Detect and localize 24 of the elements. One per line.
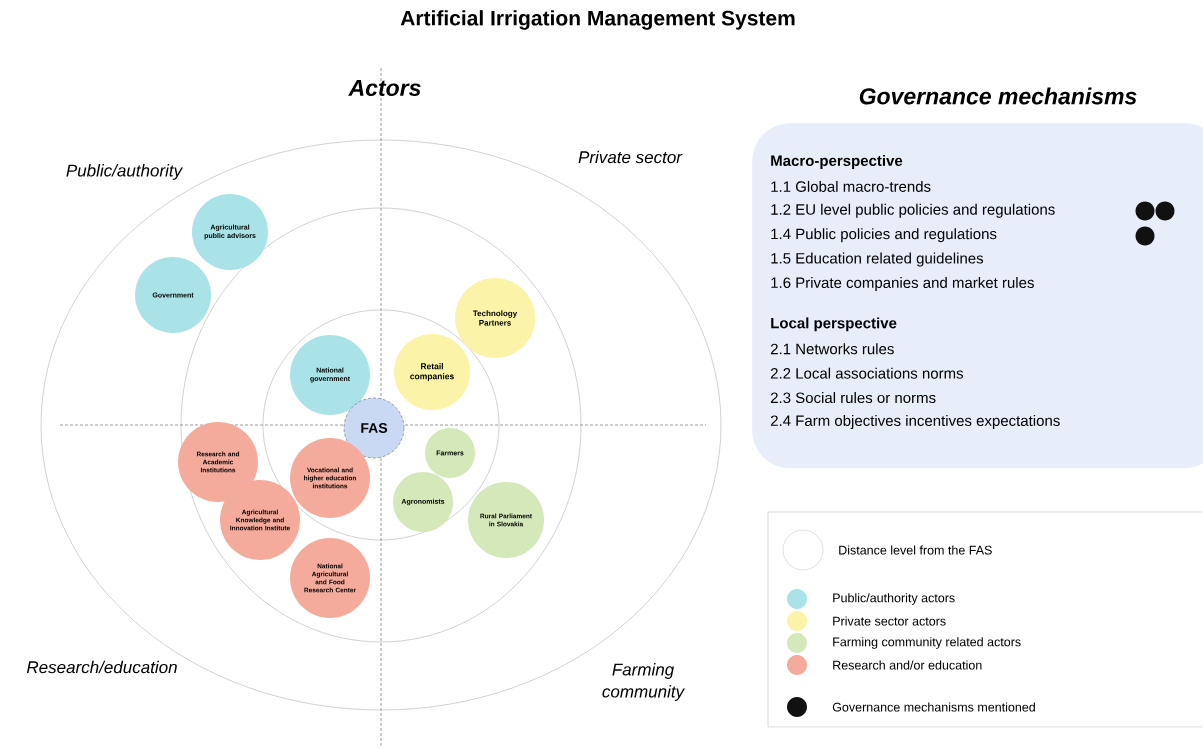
section-heading: Macro-perspective [771, 155, 903, 169]
mechanism-item: 2.3 Social rules or norms [770, 392, 936, 404]
mechanism-item: 1.2 EU level public policies and regulations [771, 203, 1055, 218]
mechanism-item: 1.1 Global macro-trends [771, 180, 931, 192]
quadrant-label: Research/education [26, 660, 177, 674]
legend-text: Research and/or education [833, 660, 982, 670]
actors-heading: Actors [348, 79, 421, 96]
legend-text: Governance mechanisms mentioned [832, 702, 1035, 712]
mechanism-item: 2.2 Local associations norms [770, 367, 964, 379]
legend-text: Distance level from the FAS [839, 545, 992, 555]
mechanism-item: 1.5 Education related guidelines [771, 252, 984, 267]
mechanism-item: 1.4 Public policies and regulations [771, 228, 997, 243]
legend-text: Farming community related actors [833, 637, 1021, 649]
mechanism-item: 1.6 Private companies and market rules [771, 277, 1034, 291]
legend-text: Public/authority actors [833, 593, 955, 605]
panel-heading: Governance mechanisms [859, 87, 1137, 105]
quadrant-label: Farming community [602, 663, 685, 701]
section-heading: Local perspective [771, 317, 897, 332]
mechanism-item: 2.4 Farm objectives incentives expectations [770, 415, 1060, 429]
legend-text: Private sector actors [833, 616, 946, 626]
quadrant-label: Private sector [578, 150, 683, 164]
title: Artificial Irrigation Management System [400, 10, 795, 30]
mechanism-item: 2.1 Networks rules [770, 343, 894, 355]
quadrant-label: Public/authority [66, 164, 183, 180]
